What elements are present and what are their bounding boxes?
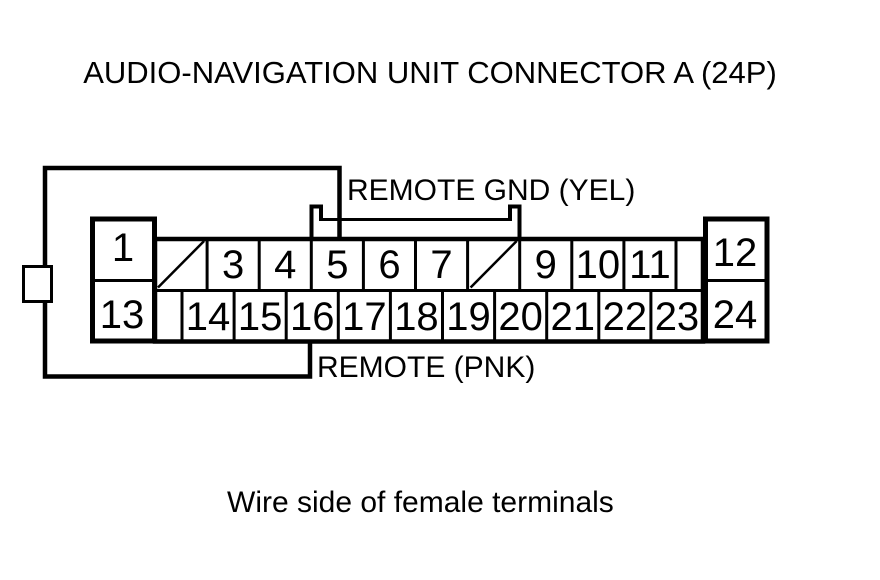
pin-15-number: 15 — [238, 295, 283, 339]
pin-21-number: 21 — [551, 295, 596, 339]
pin-18-number: 18 — [394, 295, 439, 339]
remote-gnd-wire — [42, 165, 342, 266]
pin-7-number: 7 — [430, 243, 452, 287]
caption: Wire side of female terminals — [227, 486, 614, 519]
no-pin-slash — [157, 240, 205, 289]
inline-joint-connector-symbol — [22, 265, 53, 303]
pin-13-number: 13 — [100, 293, 145, 337]
pin-16-number: 16 — [290, 295, 335, 339]
pin-20-number: 20 — [498, 295, 543, 339]
pin-10-number: 10 — [576, 243, 621, 287]
pin-24-number: 24 — [713, 293, 758, 337]
pin-23-number: 23 — [655, 295, 700, 339]
pin-14-number: 14 — [186, 295, 231, 339]
remote-gnd-label: REMOTE GND (YEL) — [347, 174, 635, 207]
pin-9-number: 9 — [535, 243, 557, 287]
pin-11-number: 11 — [629, 243, 671, 287]
remote-wire — [42, 302, 313, 379]
pin-6-number: 6 — [378, 243, 400, 287]
pin-5-number: 5 — [326, 243, 348, 287]
no-pin-slash — [469, 240, 518, 289]
pin-3-number: 3 — [222, 243, 244, 287]
lock-tab-right — [508, 204, 522, 240]
pin-22-number: 22 — [603, 295, 648, 339]
pin-4-number: 4 — [274, 243, 296, 287]
lock-tab-left — [309, 204, 323, 240]
page-title: AUDIO-NAVIGATION UNIT CONNECTOR A (24P) — [83, 55, 777, 90]
pin-17-number: 17 — [342, 295, 387, 339]
pin-12-number: 12 — [713, 231, 758, 275]
pin-19-number: 19 — [446, 295, 491, 339]
remote-label: REMOTE (PNK) — [317, 351, 535, 384]
pin-1-number: 1 — [112, 226, 134, 270]
